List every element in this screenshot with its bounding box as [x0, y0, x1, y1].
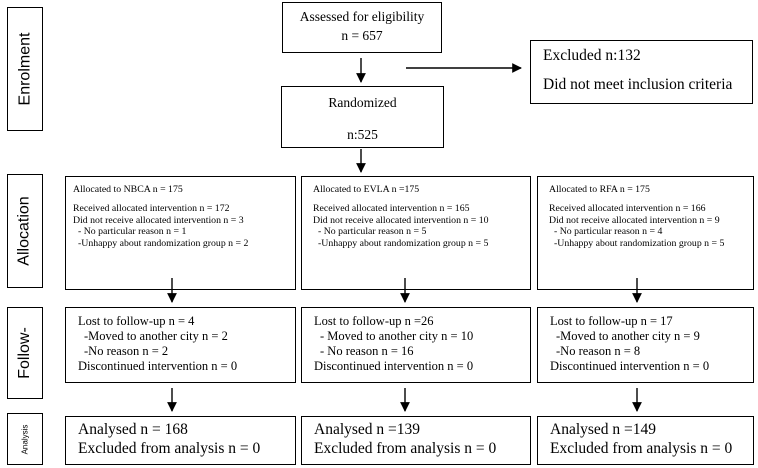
followup-discontinued: Discontinued intervention n = 0 — [78, 359, 238, 373]
analysis-excluded: Excluded from analysis n = 0 — [78, 439, 261, 457]
followup-lost: Lost to follow-up n = 17 — [550, 314, 673, 328]
followup-moved: -Moved to another city n = 2 — [84, 329, 228, 343]
allocation-title: Allocated to RFA n = 175 — [549, 184, 650, 195]
allocation-box-rfa: Allocated to RFA n = 175 Received alloca… — [537, 176, 754, 290]
analysis-box-nbca: Analysed n = 168 Excluded from analysis … — [65, 416, 296, 465]
allocation-received: Received allocated intervention n = 166 — [549, 202, 706, 214]
followup-moved: - Moved to another city n = 10 — [320, 329, 474, 343]
allocation-box-nbca: Allocated to NBCA n = 175 Received alloc… — [65, 176, 296, 290]
allocation-not-received: Did not receive allocated intervention n… — [73, 214, 244, 226]
analysis-excluded: Excluded from analysis n = 0 — [550, 439, 733, 457]
section-label-analysis: Analysis — [7, 413, 43, 465]
allocation-reason-1: - No particular reason n = 5 — [318, 226, 427, 238]
followup-lost: Lost to follow-up n =26 — [314, 314, 434, 328]
section-label-allocation: Allocation — [7, 174, 43, 288]
randomized-count: n:525 — [347, 127, 378, 143]
analysis-box-rfa: Analysed n =149 Excluded from analysis n… — [537, 416, 754, 465]
followup-box-nbca: Lost to follow-up n = 4 -Moved to anothe… — [65, 307, 296, 383]
allocation-reason-1: - No particular reason n = 4 — [554, 226, 663, 238]
allocation-reason-2: -Unhappy about randomization group n = 5 — [318, 238, 489, 249]
analysis-excluded: Excluded from analysis n = 0 — [314, 439, 497, 457]
followup-box-rfa: Lost to follow-up n = 17 -Moved to anoth… — [537, 307, 754, 383]
allocation-reason-2: -Unhappy about randomization group n = 2 — [78, 238, 249, 249]
followup-discontinued: Discontinued intervention n = 0 — [550, 359, 710, 373]
excluded-box: Excluded n:132 Did not meet inclusion cr… — [530, 40, 753, 104]
followup-lost: Lost to follow-up n = 4 — [78, 314, 195, 328]
allocation-received: Received allocated intervention n = 165 — [313, 202, 470, 214]
followup-box-evla: Lost to follow-up n =26 - Moved to anoth… — [301, 307, 531, 383]
followup-noreason: - No reason n = 16 — [320, 344, 414, 358]
followup-discontinued: Discontinued intervention n = 0 — [314, 359, 474, 373]
followup-noreason: -No reason n = 8 — [556, 344, 641, 358]
excluded-reason: Did not meet inclusion criteria — [543, 75, 733, 93]
analysis-box-evla: Analysed n =139 Excluded from analysis n… — [301, 416, 531, 465]
analysis-analysed: Analysed n =139 — [314, 421, 421, 438]
randomized-box: Randomized n:525 — [281, 86, 444, 148]
section-label-enrolment: Enrolment — [7, 7, 43, 131]
allocation-reason-2: -Unhappy about randomization group n = 5 — [554, 238, 725, 249]
section-label-follow: Follow- — [7, 307, 43, 399]
followup-moved: -Moved to another city n = 9 — [556, 329, 700, 343]
allocation-not-received: Did not receive allocated intervention n… — [313, 214, 489, 226]
analysis-analysed: Analysed n = 168 — [78, 421, 188, 438]
allocation-title: Allocated to NBCA n = 175 — [73, 184, 183, 195]
assessed-count: n = 657 — [341, 28, 383, 44]
allocation-box-evla: Allocated to EVLA n =175 Received alloca… — [301, 176, 531, 290]
excluded-count: Excluded n:132 — [543, 47, 641, 64]
assessed-title: Assessed for eligibility — [299, 9, 425, 24]
randomized-title: Randomized — [328, 95, 397, 110]
analysis-analysed: Analysed n =149 — [550, 421, 657, 438]
assessed-box: Assessed for eligibility n = 657 — [282, 2, 442, 53]
followup-noreason: -No reason n = 2 — [84, 344, 169, 358]
allocation-not-received: Did not receive allocated intervention n… — [549, 214, 720, 226]
allocation-received: Received allocated intervention n = 172 — [73, 202, 230, 214]
allocation-title: Allocated to EVLA n =175 — [313, 184, 420, 195]
allocation-reason-1: - No particular reason n = 1 — [78, 226, 187, 238]
